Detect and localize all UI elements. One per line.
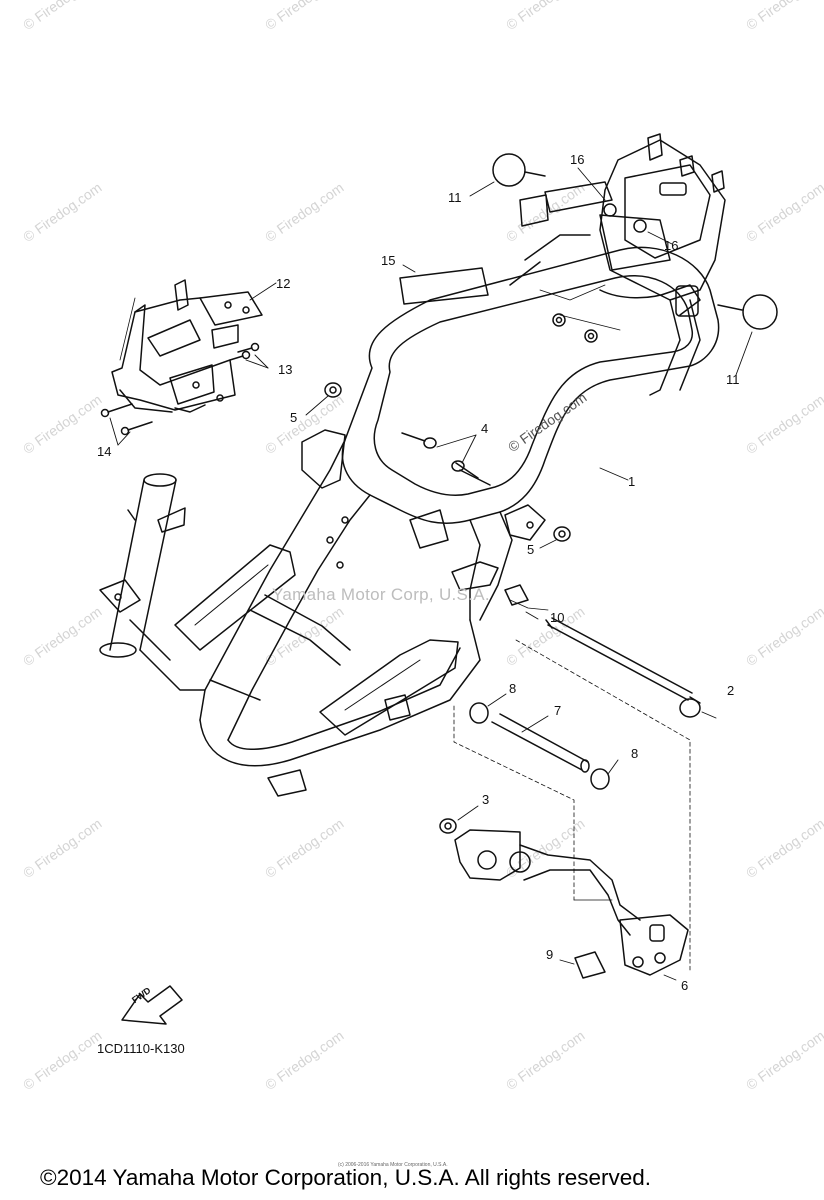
callout-5: 5 <box>290 410 298 425</box>
callout-8: 8 <box>509 681 517 696</box>
callout-6: 6 <box>681 978 689 993</box>
diagram-code: 1CD1110-K130 <box>97 1041 185 1056</box>
callout-10: 10 <box>550 610 565 625</box>
callout-16: 16 <box>664 238 679 253</box>
leader-lines <box>109 167 753 965</box>
callout-11: 11 <box>726 372 740 387</box>
callout-8: 8 <box>631 746 639 761</box>
callout-12: 12 <box>276 276 291 291</box>
fwd-arrow-icon <box>121 985 183 1025</box>
callout-15: 15 <box>381 253 396 268</box>
tiny-notice: (c) 2006-2016 Yamaha Motor Corporation, … <box>338 1162 448 1168</box>
center-watermark: Yamaha Motor Corp, U.S.A. <box>272 585 490 604</box>
callout-1: 1 <box>628 474 636 489</box>
callout-16: 16 <box>570 152 585 167</box>
rear-section <box>492 133 778 396</box>
callout-9: 9 <box>546 947 554 962</box>
label-15-sticker <box>399 267 489 305</box>
head-pipe <box>99 473 206 691</box>
callout-13: 13 <box>278 362 293 377</box>
copyright-notice: ©2014 Yamaha Motor Corporation, U.S.A. A… <box>40 1165 652 1190</box>
callout-11: 11 <box>448 190 462 205</box>
callout-7: 7 <box>554 703 562 718</box>
callout-4: 4 <box>481 421 489 436</box>
fasteners-4-5 <box>324 382 571 542</box>
callout-3: 3 <box>482 792 490 807</box>
callout-5: 5 <box>527 542 535 557</box>
callout-14: 14 <box>97 444 112 459</box>
callout-2: 2 <box>727 683 735 698</box>
pivot-assembly <box>439 584 701 981</box>
main-frame <box>174 246 720 797</box>
bracket-assembly <box>100 279 263 436</box>
